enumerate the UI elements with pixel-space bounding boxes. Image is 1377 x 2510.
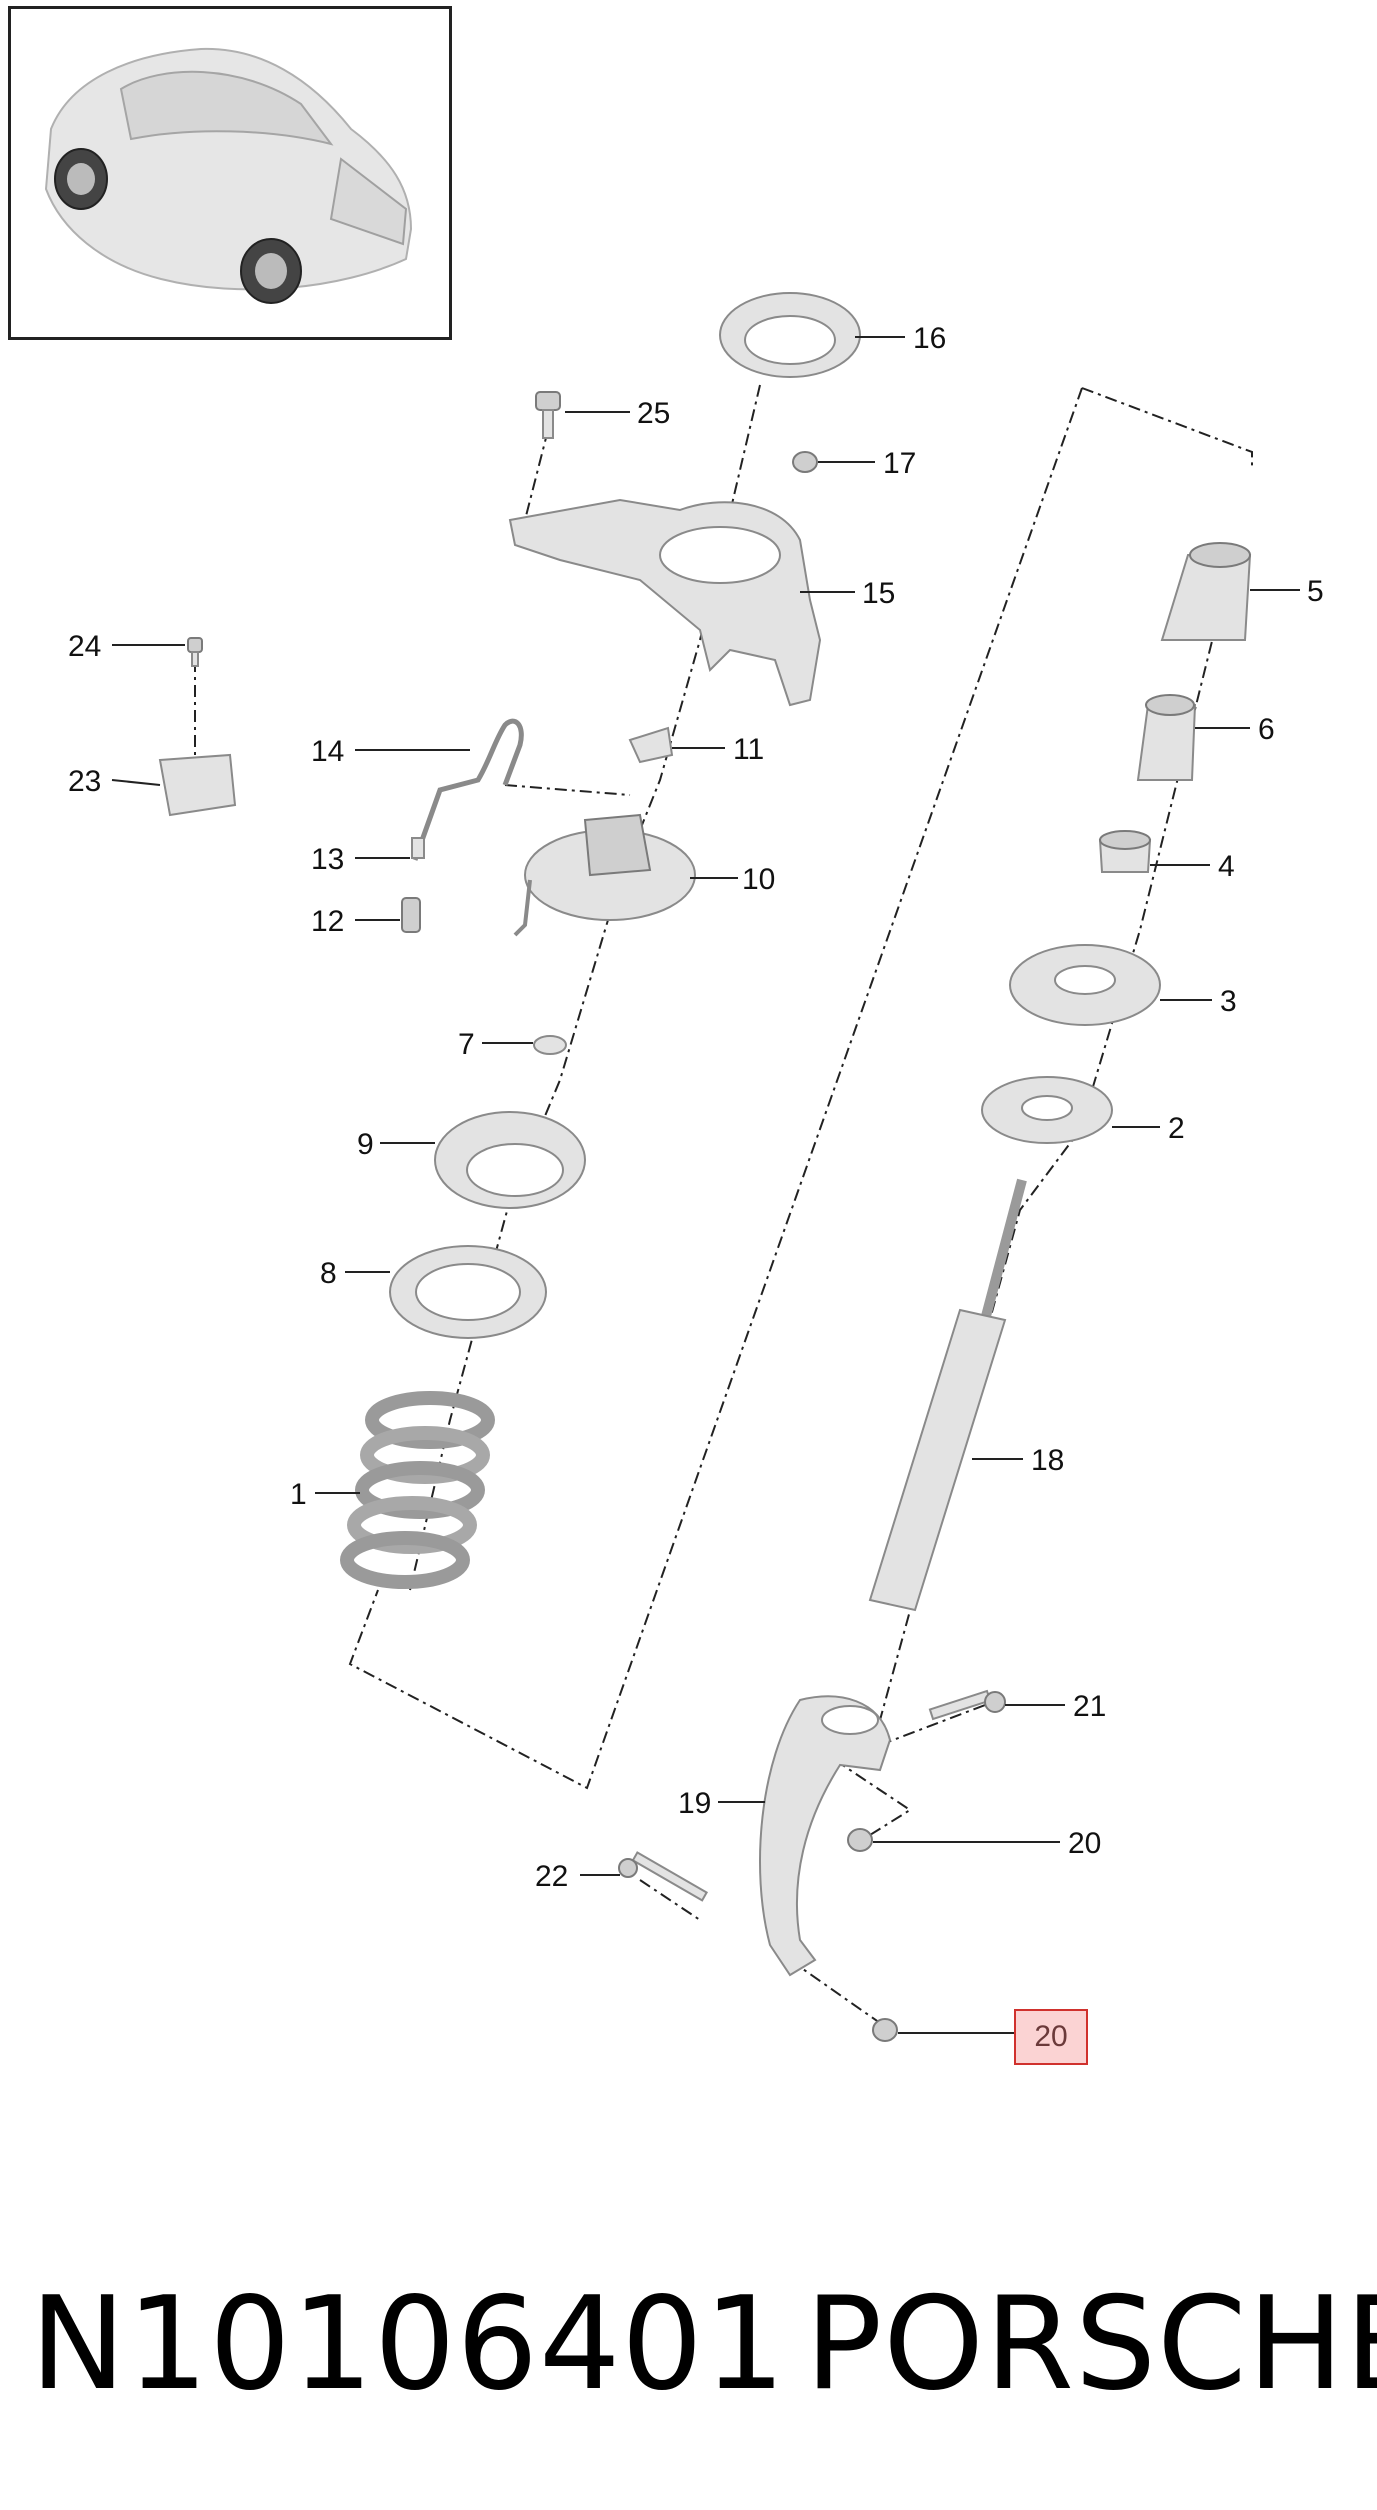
axis-bolt-22	[639, 1879, 701, 1921]
part-23-bracket	[158, 753, 237, 817]
callout-1: 1	[290, 1478, 307, 1511]
parts-drawing: 16 25 17 15 5 24 23 14 11 6 13 10 4 12 3…	[68, 292, 1324, 2042]
part-24-bolt	[187, 637, 203, 667]
part-10-strut-mount	[513, 813, 696, 937]
axis-lower-20	[834, 1759, 912, 1836]
axis-line-14	[504, 784, 631, 796]
axis-nut-20	[789, 1959, 891, 2031]
part-20-nut-lower	[872, 2018, 898, 2042]
vehicle-inset	[8, 6, 452, 340]
callout-25: 25	[637, 397, 670, 430]
callout-23: 23	[68, 765, 101, 798]
part-19-fork	[759, 1695, 892, 1977]
part-13-fitting	[411, 837, 425, 859]
callout-3: 3	[1220, 985, 1237, 1018]
callout-11: 11	[733, 733, 764, 766]
callout-6: 6	[1258, 713, 1275, 746]
part-9-spring-seat	[434, 1111, 586, 1209]
callout-2: 2	[1168, 1112, 1185, 1145]
part-6-buffer	[1136, 694, 1197, 781]
part-number: N10106401	[30, 2270, 787, 2419]
callout-18: 18	[1031, 1444, 1064, 1477]
callout-13: 13	[311, 843, 344, 876]
part-14-sensor-line	[412, 718, 524, 861]
callout-16: 16	[913, 322, 946, 355]
callout-20-highlighted[interactable]: 20	[1034, 2020, 1068, 2053]
part-18-shock-absorber	[868, 1178, 1027, 1612]
part-25-bolt	[535, 391, 561, 439]
callout-15: 15	[862, 577, 895, 610]
callout-10: 10	[742, 863, 775, 896]
callout-19: 19	[678, 1787, 711, 1820]
assembly-axis-top	[1081, 387, 1253, 470]
vehicle-illustration	[44, 47, 413, 304]
part-22-bolt	[618, 1851, 709, 1902]
assembly-axis-frame	[348, 387, 1083, 1790]
part-2-plate	[981, 1076, 1113, 1144]
callout-22: 22	[535, 1860, 568, 1893]
part-21-bolt	[928, 1689, 1006, 1721]
callout-12: 12	[311, 905, 344, 938]
callout-8: 8	[320, 1257, 337, 1290]
part-5-bump-stop	[1160, 542, 1252, 641]
part-17-nut	[792, 451, 818, 473]
brand-name: PORSCHE	[805, 2270, 1377, 2419]
callout-24: 24	[68, 630, 101, 663]
callout-20-upper: 20	[1068, 1827, 1101, 1860]
axis-bolt-25	[524, 429, 549, 521]
part-16-support-ring	[719, 292, 861, 378]
callout-4: 4	[1218, 850, 1235, 883]
part-15-strut-mount-bracket	[508, 498, 822, 707]
highlight-box[interactable]	[1014, 2009, 1088, 2065]
part-3-plate	[1009, 944, 1161, 1026]
callout-21: 21	[1073, 1690, 1106, 1723]
assembly-axis-spring	[409, 384, 761, 1591]
callout-14: 14	[311, 735, 344, 768]
part-7-washer	[533, 1035, 567, 1055]
part-8-spring-pad	[389, 1245, 547, 1339]
part-4-spacer	[1098, 830, 1152, 873]
part-20-nut-upper	[847, 1828, 873, 1852]
callout-7: 7	[458, 1028, 475, 1061]
part-11-cap	[628, 726, 674, 764]
part-1-coil-spring	[340, 1391, 495, 1589]
callout-17: 17	[883, 447, 916, 480]
leader-23	[111, 779, 161, 786]
callout-9: 9	[357, 1128, 374, 1161]
axis-bolt-21	[879, 1704, 986, 1746]
callout-5: 5	[1307, 575, 1324, 608]
part-12-connector	[401, 897, 421, 933]
